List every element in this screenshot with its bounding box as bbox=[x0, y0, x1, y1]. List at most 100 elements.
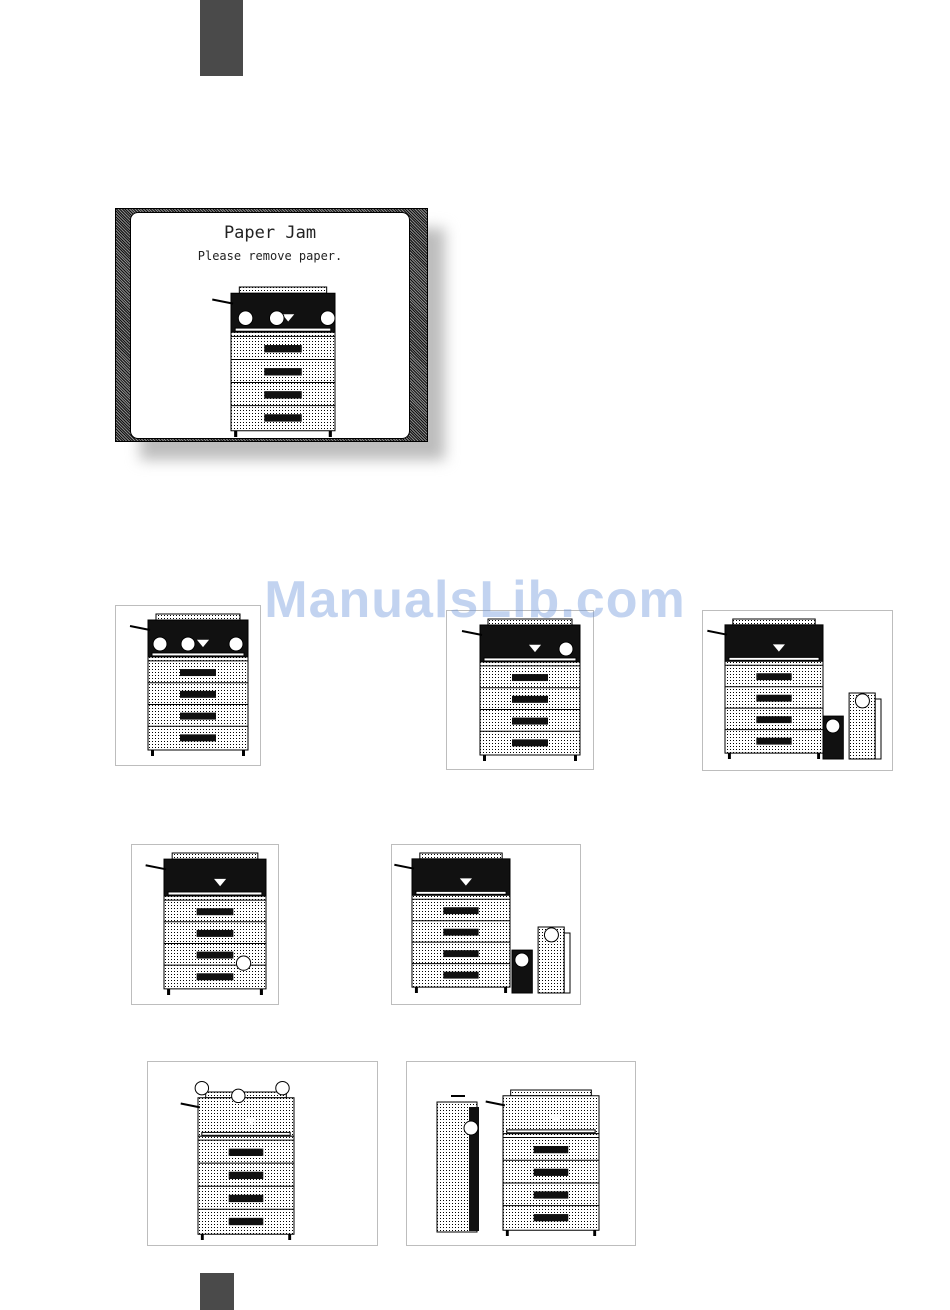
jam-figure-7 bbox=[406, 1061, 636, 1246]
chapter-tab-bottom bbox=[200, 1273, 234, 1310]
jam-location-callout bbox=[236, 956, 250, 970]
jam-location-callout bbox=[153, 637, 167, 651]
copier-lct-icon bbox=[703, 611, 892, 770]
jam-location-callout bbox=[229, 637, 243, 651]
jam-location-callout bbox=[464, 1121, 478, 1135]
copier-exit-slot bbox=[235, 328, 331, 331]
lct-side bbox=[875, 699, 881, 759]
copier-finisher-icon bbox=[407, 1062, 635, 1245]
jam-figure-5 bbox=[391, 844, 581, 1005]
copier-foot bbox=[260, 989, 263, 995]
jam-location-callout bbox=[855, 694, 869, 708]
copier-exit-slot bbox=[152, 653, 244, 656]
drawer-handle bbox=[534, 1169, 569, 1176]
copier-exit-slot bbox=[507, 1130, 595, 1133]
release-lever bbox=[212, 299, 233, 303]
drawer-handle bbox=[534, 1191, 569, 1198]
copier-foot bbox=[483, 755, 486, 761]
copier-foot bbox=[151, 750, 154, 756]
release-lever bbox=[486, 1102, 505, 1106]
drawer-handle bbox=[229, 1149, 264, 1156]
drawer-handle bbox=[512, 674, 548, 681]
jam-location-callout bbox=[276, 1081, 289, 1094]
drawer-handle bbox=[534, 1214, 569, 1221]
copier-top-cover bbox=[511, 1090, 592, 1096]
drawer-handle bbox=[180, 713, 216, 720]
jam-location-callout bbox=[238, 311, 253, 326]
panel-message: Please remove paper. bbox=[131, 249, 409, 263]
drawer-handle bbox=[756, 673, 791, 680]
copier-foot bbox=[817, 753, 820, 759]
copier-foot bbox=[201, 1234, 204, 1240]
release-lever bbox=[394, 865, 414, 869]
copier-foot bbox=[329, 431, 332, 437]
copier-jam-icon bbox=[186, 281, 336, 441]
jam-figure-6 bbox=[147, 1061, 378, 1246]
jam-location-callout bbox=[232, 1089, 245, 1102]
lct-side bbox=[564, 933, 570, 993]
copier-lct-icon bbox=[392, 845, 580, 1004]
drawer-handle bbox=[229, 1172, 264, 1179]
jam-location-callout bbox=[320, 311, 335, 326]
copier-exit-slot bbox=[202, 1132, 290, 1135]
copier-exit-slot bbox=[484, 658, 576, 661]
drawer-handle bbox=[756, 738, 791, 745]
drawer-handle bbox=[197, 973, 234, 980]
jam-location-callout bbox=[269, 311, 284, 326]
jam-location-callout bbox=[195, 1081, 208, 1094]
copier-foot bbox=[504, 987, 507, 993]
copier-drawer-icon bbox=[132, 845, 278, 1004]
jam-location-callout bbox=[826, 719, 840, 733]
watermark: ManualsLib.com bbox=[0, 570, 950, 630]
jam-location-callout bbox=[544, 928, 558, 942]
copier-foot bbox=[242, 750, 245, 756]
drawer-handle bbox=[756, 716, 791, 723]
copier-top-cover bbox=[239, 287, 326, 293]
copier-foot bbox=[593, 1230, 596, 1236]
panel-screen: Paper Jam Please remove paper. bbox=[130, 212, 410, 439]
drawer-handle bbox=[229, 1195, 264, 1202]
release-lever bbox=[146, 865, 166, 869]
copier-exit-slot bbox=[168, 892, 262, 895]
drawer-handle bbox=[197, 952, 234, 959]
copier-top-cover bbox=[172, 853, 258, 859]
drawer-handle bbox=[443, 907, 478, 914]
drawer-handle bbox=[443, 929, 478, 936]
release-lever bbox=[181, 1104, 200, 1108]
drawer-handle bbox=[264, 345, 301, 352]
copier-foot bbox=[234, 431, 237, 437]
drawer-handle bbox=[443, 950, 478, 957]
copier-exit-slot bbox=[729, 657, 819, 660]
jam-location-callout bbox=[515, 953, 529, 967]
drawer-handle bbox=[197, 908, 234, 915]
drawer-handle bbox=[180, 734, 216, 741]
copier-foot bbox=[167, 989, 170, 995]
copier-foot bbox=[415, 987, 418, 993]
copier-front-panel bbox=[412, 859, 510, 895]
jam-figure-2 bbox=[446, 610, 594, 770]
copier-adf-icon bbox=[447, 611, 593, 769]
copier-foot bbox=[288, 1234, 291, 1240]
jam-location-callout bbox=[181, 637, 195, 651]
drawer-handle bbox=[512, 739, 548, 746]
copier-top-cover-icon bbox=[148, 1062, 377, 1245]
copier-front-panel bbox=[725, 625, 823, 661]
drawer-handle bbox=[443, 972, 478, 979]
copier-exit-slot bbox=[416, 891, 506, 894]
drawer-handle bbox=[264, 414, 301, 421]
drawer-handle bbox=[512, 696, 548, 703]
copier-top-cover bbox=[206, 1092, 287, 1098]
copier-front-panel bbox=[198, 1098, 294, 1136]
copier-foot bbox=[506, 1230, 509, 1236]
drawer-handle bbox=[197, 930, 234, 937]
copier-top-cover bbox=[420, 853, 502, 859]
copier-foot bbox=[574, 755, 577, 761]
release-lever bbox=[462, 631, 482, 635]
drawer-handle bbox=[264, 368, 301, 375]
copier-foot bbox=[728, 753, 731, 759]
panel-title: Paper Jam bbox=[131, 223, 409, 243]
copier-front-panel bbox=[164, 859, 266, 896]
drawer-handle bbox=[264, 391, 301, 398]
drawer-handle bbox=[756, 695, 791, 702]
release-lever bbox=[707, 631, 727, 635]
